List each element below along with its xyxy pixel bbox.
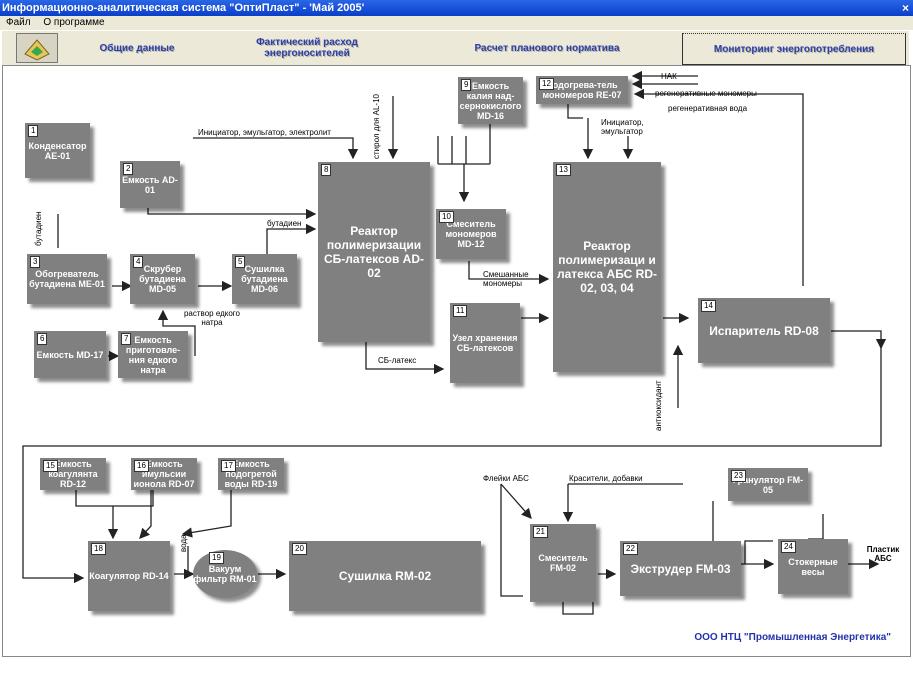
label-styrol: стирол для AL-10 xyxy=(372,94,381,159)
label-initiator2: Инициатор, эмульгатор xyxy=(601,118,644,136)
label-nak: НАК xyxy=(661,72,677,81)
label-antioxidant: антиоксидант xyxy=(654,380,663,431)
label-butadiene-vertical: бутадиен xyxy=(34,211,43,246)
label-flakes: Флейки АБС xyxy=(483,474,529,483)
close-button[interactable]: × xyxy=(901,1,909,15)
label-regen-water: регенеративная вода xyxy=(668,104,748,113)
window-title: Информационно-аналитическая система "Опт… xyxy=(2,2,365,14)
tab-general-data[interactable]: Общие данные xyxy=(99,42,175,54)
label-butadiene: бутадиен xyxy=(267,219,302,228)
tab-actual-consumption[interactable]: Фактический расход энергоносителей xyxy=(256,37,358,59)
window-titlebar: Информационно-аналитическая система "Опт… xyxy=(0,0,913,16)
label-dyes: Красители, добавки xyxy=(569,474,643,483)
label-regen-monomers: регенеративные мономеры xyxy=(655,89,757,98)
label-initiator: Инициатор, эмульгатор, электролит xyxy=(198,128,331,137)
tab-monitoring[interactable]: Мониторинг энергопотребления xyxy=(682,33,906,65)
tab-plan-norm[interactable]: Расчет планового норматива xyxy=(474,42,620,54)
label-naoh: раствор едкого натра xyxy=(183,309,240,327)
label-mixed-monomers: Смешанные мономеры xyxy=(483,270,529,288)
system-logo-icon[interactable] xyxy=(16,33,58,63)
toolbar: Общие данные Фактический расход энергоно… xyxy=(2,30,909,66)
label-water: вода xyxy=(179,534,188,552)
company-footer: ООО НТЦ "Промышленная Энергетика" xyxy=(694,632,891,643)
menu-about[interactable]: О программе xyxy=(43,17,105,28)
label-product: Пластик АБС xyxy=(866,545,900,563)
menu-bar: Файл О программе xyxy=(0,16,913,30)
flow-lines xyxy=(22,70,887,615)
label-sb-latex: СБ-латекс xyxy=(378,356,417,365)
menu-file[interactable]: Файл xyxy=(6,17,31,28)
